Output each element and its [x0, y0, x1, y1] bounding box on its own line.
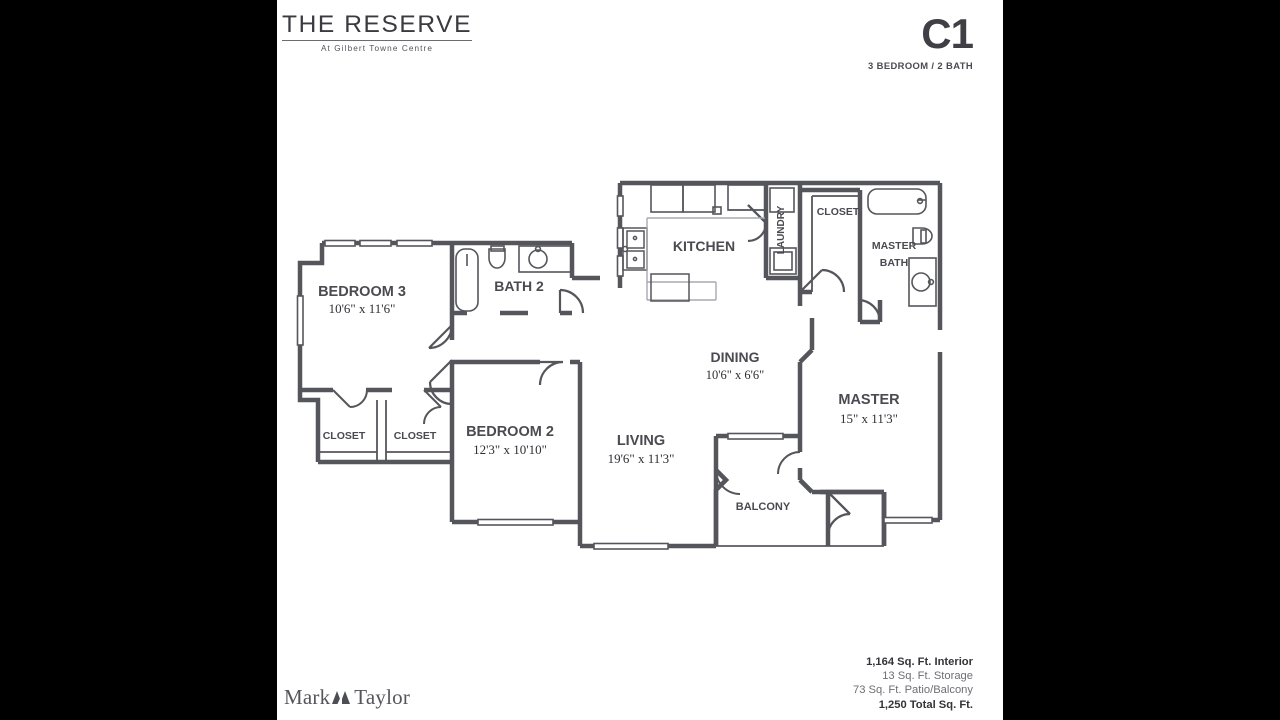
sqft-patio: 73 Sq. Ft. Patio/Balcony: [852, 684, 973, 697]
laundry-appliances: [769, 187, 797, 275]
kitchen-upper-cabinet-c: [727, 184, 766, 211]
room-label-masterbath-line2: BATH: [880, 257, 908, 269]
window-kitchen-a: [616, 195, 624, 217]
windows-group: [296, 195, 933, 550]
window-bedroom3-left: [296, 295, 304, 346]
wall-main-envelope: [617, 180, 943, 523]
developer-name-second: Taylor: [354, 685, 411, 709]
room-label-bath2: BATH 2: [494, 278, 544, 294]
window-bedroom3-c: [396, 239, 433, 247]
floorplan-drawing: BEDROOM 3 10'6" x 11'6" BATH 2 KITCHEN L…: [296, 180, 943, 550]
wall-bath2-block: [449, 240, 600, 340]
room-dims-dining: 10'6" x 6'6": [706, 368, 764, 382]
door-swings: [332, 204, 882, 537]
bath2-vanity: [518, 245, 572, 273]
window-balcony-top: [727, 432, 784, 440]
sqft-storage: 13 Sq. Ft. Storage: [882, 670, 973, 683]
kitchen-fixtures: [621, 184, 766, 302]
kitchen-island: [650, 273, 690, 302]
logo-divider: [282, 39, 472, 41]
window-storage-right: [883, 516, 933, 524]
closet-shelves: [318, 195, 860, 462]
bath2-sink: [528, 249, 548, 269]
property-logo: THE RESERVE At Gilbert Towne Centre: [282, 12, 472, 53]
room-labels: BEDROOM 3 10'6" x 11'6" BATH 2 KITCHEN L…: [318, 205, 916, 513]
property-name: THE RESERVE: [282, 11, 473, 38]
plan-code-block: C1 3 BEDROOM / 2 BATH: [868, 10, 974, 71]
plan-beds-baths: 3 BEDROOM / 2 BATH: [868, 59, 973, 71]
square-footage-block: 1,164 Sq. Ft. Interior 13 Sq. Ft. Storag…: [853, 655, 973, 712]
wall-laundry: [763, 183, 803, 281]
wall-balcony-thin: [716, 520, 885, 547]
masterbath-fixtures: [867, 188, 937, 307]
wall-master-closet: [797, 187, 863, 322]
room-label-balcony: BALCONY: [736, 501, 791, 513]
window-bedroom3-b: [359, 239, 392, 247]
mountain-mark-icon: [331, 690, 353, 705]
room-dims-bedroom2: 12'3" x 10'10": [473, 442, 547, 457]
developer-name-first: Mark: [284, 685, 331, 709]
room-label-living: LIVING: [617, 433, 665, 449]
bath2-toilet: [488, 248, 506, 269]
master-tub: [867, 188, 927, 215]
window-living-bottom: [593, 542, 669, 550]
room-label-closet-b: CLOSET: [394, 430, 437, 442]
room-label-bedroom2: BEDROOM 2: [466, 424, 554, 440]
floorplan-sheet: THE RESERVE At Gilbert Towne Centre C1 3…: [277, 0, 1003, 720]
kitchen-upper-cabinet-a: [650, 184, 684, 213]
bath2-tub: [455, 248, 479, 312]
room-label-laundry: LAUNDRY: [776, 205, 787, 254]
wall-living-bottom: [580, 470, 719, 549]
wall-left-wing: [297, 240, 583, 525]
room-label-masterbath-line1: MASTER: [872, 240, 917, 252]
window-bedroom3-a: [324, 239, 356, 247]
master-sink: [911, 272, 931, 292]
room-dims-living: 19'6" x 11'3": [608, 451, 675, 466]
room-label-closet-a: CLOSET: [323, 430, 366, 442]
sqft-total: 1,250 Total Sq. Ft.: [878, 698, 973, 711]
window-bedroom2-bottom: [477, 518, 554, 526]
room-label-master: MASTER: [838, 392, 900, 408]
property-tagline: At Gilbert Towne Centre: [320, 43, 434, 53]
bath2-fixtures: [455, 245, 572, 312]
room-label-bedroom3: BEDROOM 3: [318, 284, 406, 300]
room-label-dining: DINING: [711, 349, 760, 365]
laundry-dryer: [769, 247, 797, 275]
window-kitchen-c: [616, 255, 624, 277]
room-label-kitchen: KITCHEN: [673, 238, 735, 254]
room-dims-bedroom3: 10'6" x 11'6": [329, 301, 396, 316]
master-toilet: [912, 227, 933, 245]
kitchen-upper-cabinet-b: [682, 184, 716, 213]
laundry-washer: [769, 187, 795, 213]
room-label-closet-master: CLOSET: [817, 206, 860, 218]
master-vanity: [908, 257, 937, 307]
window-kitchen-b: [616, 227, 624, 249]
sqft-interior: 1,164 Sq. Ft. Interior: [866, 655, 973, 668]
plan-code: C1: [921, 10, 974, 57]
room-dims-master: 15" x 11'3": [840, 411, 898, 426]
kitchen-sink-notch: [712, 206, 722, 215]
developer-logo: Mark Taylor: [284, 685, 410, 710]
